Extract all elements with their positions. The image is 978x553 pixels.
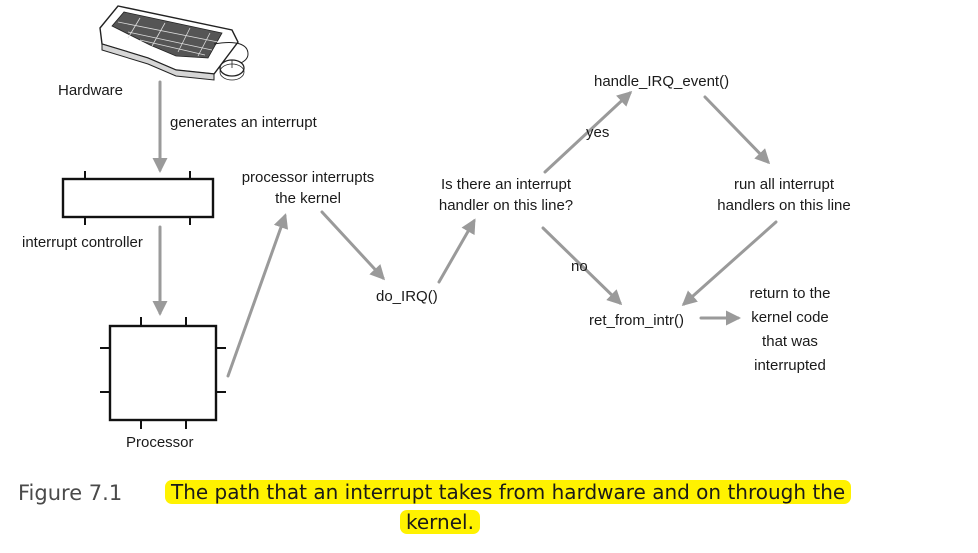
processor-interrupts-line-2: the kernel	[275, 190, 341, 207]
interrupt-controller-chip	[61, 171, 215, 225]
hardware-label: Hardware	[58, 82, 124, 99]
return-line-2: kernel code	[751, 309, 829, 326]
processor-interrupts-label: processor interrupts the kernel	[242, 167, 375, 209]
caption-highlight-2: kernel.	[400, 510, 480, 534]
no-label: no	[571, 258, 588, 275]
return-line-3: that was	[762, 333, 818, 350]
caption-highlight-1: The path that an interrupt takes from ha…	[165, 480, 852, 504]
question-label: Is there an interrupt handler on this li…	[439, 174, 573, 216]
arrow-processor-to-kernel	[226, 213, 289, 378]
processor-chip	[100, 317, 226, 429]
arrow-yes	[543, 90, 633, 174]
question-line-2: handler on this line?	[438, 197, 574, 214]
figure-number: Figure 7.1	[18, 481, 123, 505]
generates-interrupt-label: generates an interrupt	[170, 114, 317, 131]
arrow-no	[541, 226, 623, 306]
return-line-1: return to the	[749, 285, 831, 302]
return-to-kernel-label: return to the kernel code that was inter…	[750, 282, 831, 378]
processor-label: Processor	[126, 434, 194, 451]
arrow-do-irq-to-question	[437, 218, 476, 284]
arrow-kernel-to-do-irq	[320, 210, 386, 281]
arrow-handle-to-run-all	[703, 95, 771, 165]
caption-line-2: kernel.	[400, 509, 480, 535]
return-line-4: interrupted	[754, 357, 826, 374]
handle-irq-event-label: handle_IRQ_event()	[594, 73, 730, 90]
mouse-icon	[219, 59, 245, 81]
keyboard-icon	[99, 5, 249, 81]
ret-from-intr-label: ret_from_intr()	[589, 312, 685, 329]
yes-label: yes	[586, 124, 610, 141]
processor-interrupts-line-1: processor interrupts	[241, 169, 375, 186]
arrow-run-all-to-ret	[681, 220, 778, 306]
run-all-label: run all interrupt handlers on this line	[717, 174, 850, 216]
caption-line-1: The path that an interrupt takes from ha…	[165, 479, 852, 505]
run-all-line-1: run all interrupt	[733, 176, 835, 193]
question-line-1: Is there an interrupt	[440, 176, 572, 193]
interrupt-controller-label: interrupt controller	[22, 234, 143, 251]
do-irq-label: do_IRQ()	[376, 288, 438, 305]
run-all-line-2: handlers on this line	[717, 197, 851, 214]
